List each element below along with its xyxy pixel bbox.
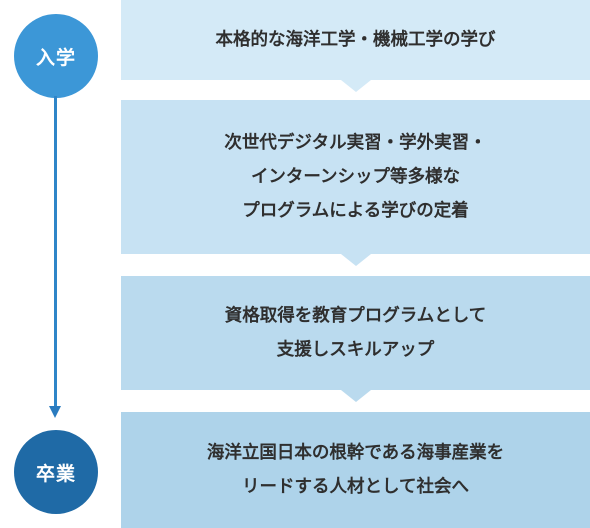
enrollment-label: 入学 <box>35 46 76 69</box>
step-connector-1 <box>341 80 371 92</box>
enrollment-circle: 入学 <box>14 14 98 98</box>
timeline-arrowhead <box>49 406 61 418</box>
step-connector-2 <box>341 254 371 266</box>
graduation-circle: 卒業 <box>14 430 98 514</box>
step-text-2: 次世代デジタル実習・学外実習・ インターンシップ等多様な プログラムによる学びの… <box>224 133 487 221</box>
step-text-1: 本格的な海洋工学・機械工学の学び <box>215 30 496 50</box>
step-text-4: 海洋立国日本の根幹である海事産業を リードする人材として社会へ <box>206 443 505 497</box>
step-connector-3 <box>341 390 371 402</box>
step-box-3: 資格取得を教育プログラムとして 支援しスキルアップ <box>121 276 590 390</box>
step-box-2: 次世代デジタル実習・学外実習・ インターンシップ等多様な プログラムによる学びの… <box>121 100 590 254</box>
step-box-4: 海洋立国日本の根幹である海事産業を リードする人材として社会へ <box>121 412 590 528</box>
timeline-line <box>54 96 57 410</box>
graduation-label: 卒業 <box>35 462 76 485</box>
step-text-3: 資格取得を教育プログラムとして 支援しスキルアップ <box>224 306 487 360</box>
step-box-1: 本格的な海洋工学・機械工学の学び <box>121 0 590 80</box>
